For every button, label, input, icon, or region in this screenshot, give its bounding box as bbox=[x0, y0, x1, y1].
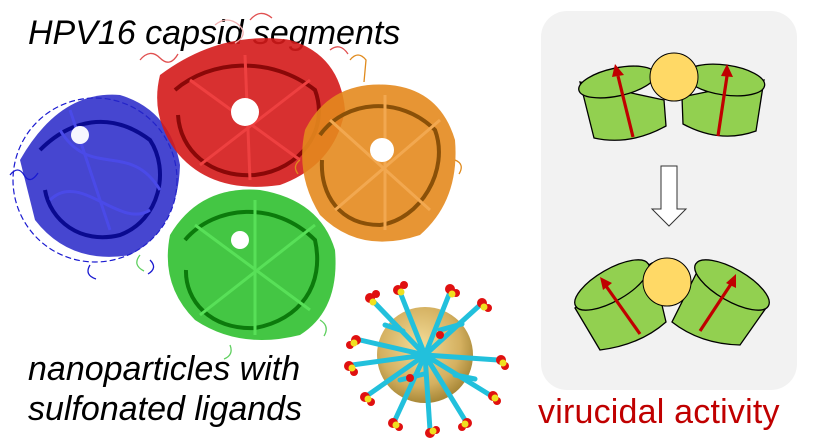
nanoparticle-label-line2: sulfonated ligands bbox=[28, 390, 303, 428]
nanoparticle bbox=[344, 281, 509, 438]
state-before-binding bbox=[578, 52, 766, 141]
capsid-segment-blue bbox=[9, 94, 180, 280]
capsid-title: HPV16 capsid segments bbox=[28, 14, 401, 52]
state-after-binding bbox=[574, 257, 770, 351]
ball bbox=[649, 52, 699, 102]
nanoparticle-label-line1: nanoparticles with bbox=[28, 350, 301, 388]
ball bbox=[642, 257, 692, 307]
cylinder-left bbox=[578, 65, 667, 141]
virucidal-activity-caption: virucidal activity bbox=[538, 393, 780, 431]
capsid-segment-green bbox=[136, 189, 336, 360]
sulfonate-groups bbox=[344, 281, 509, 438]
capsid-segment-orange bbox=[294, 54, 462, 242]
cylinder-right bbox=[671, 259, 770, 346]
vector-arrows bbox=[612, 64, 733, 138]
vector-arrows bbox=[600, 274, 736, 335]
down-arrow-icon bbox=[650, 165, 688, 227]
